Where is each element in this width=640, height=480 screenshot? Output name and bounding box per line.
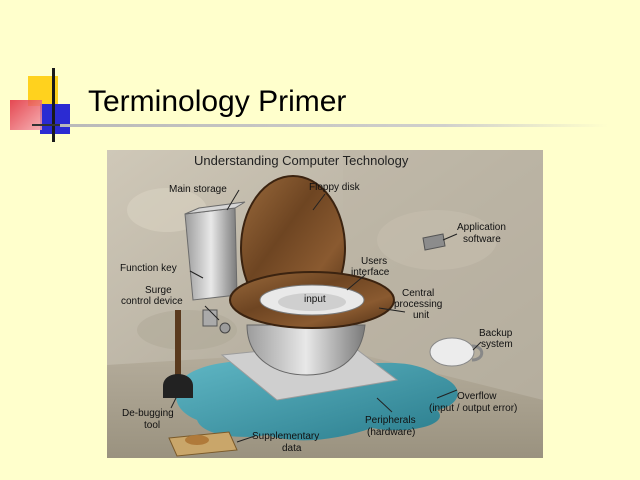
label-backup-line1: Backup	[479, 328, 513, 339]
label-surge-line1: Surge	[145, 285, 172, 296]
label-supplementary-line1: Supplementary	[252, 431, 320, 442]
label-application-software-line1: Application	[457, 222, 506, 233]
label-floppy-disk: Floppy disk	[309, 182, 360, 193]
label-cpu-line2: processing	[394, 299, 443, 310]
label-function-key: Function key	[120, 263, 177, 274]
illustration-heading: Understanding Computer Technology	[194, 153, 409, 168]
label-main-storage: Main storage	[169, 184, 227, 195]
label-input: input	[304, 294, 326, 305]
slide-title: Terminology Primer	[88, 85, 347, 118]
label-debugging-line1: De-bugging	[122, 408, 174, 419]
illustration-artwork	[107, 150, 543, 458]
label-cpu-line3: unit	[413, 310, 430, 321]
logo-blue-square	[40, 104, 70, 134]
label-users-interface-line2: interface	[351, 267, 390, 278]
label-overflow-line2: (input / output error)	[429, 403, 518, 414]
label-application-software-line2: software	[463, 234, 501, 245]
label-peripherals-line1: Peripherals	[365, 415, 416, 426]
label-users-interface-line1: Users	[361, 256, 388, 267]
label-overflow-line1: Overflow	[457, 391, 497, 402]
label-surge-line2: control device	[121, 296, 183, 307]
slide-logo-squares	[8, 68, 88, 148]
label-peripherals-line2: (hardware)	[367, 427, 416, 438]
label-backup-line2: system	[481, 339, 513, 350]
logo-vertical-line	[52, 68, 55, 142]
label-cpu-line1: Central	[402, 288, 435, 299]
title-underline	[60, 124, 608, 127]
label-supplementary-line2: data	[282, 443, 302, 454]
label-debugging-line2: tool	[144, 420, 161, 431]
computer-technology-illustration: Understanding Computer Technology Main s…	[107, 150, 543, 458]
